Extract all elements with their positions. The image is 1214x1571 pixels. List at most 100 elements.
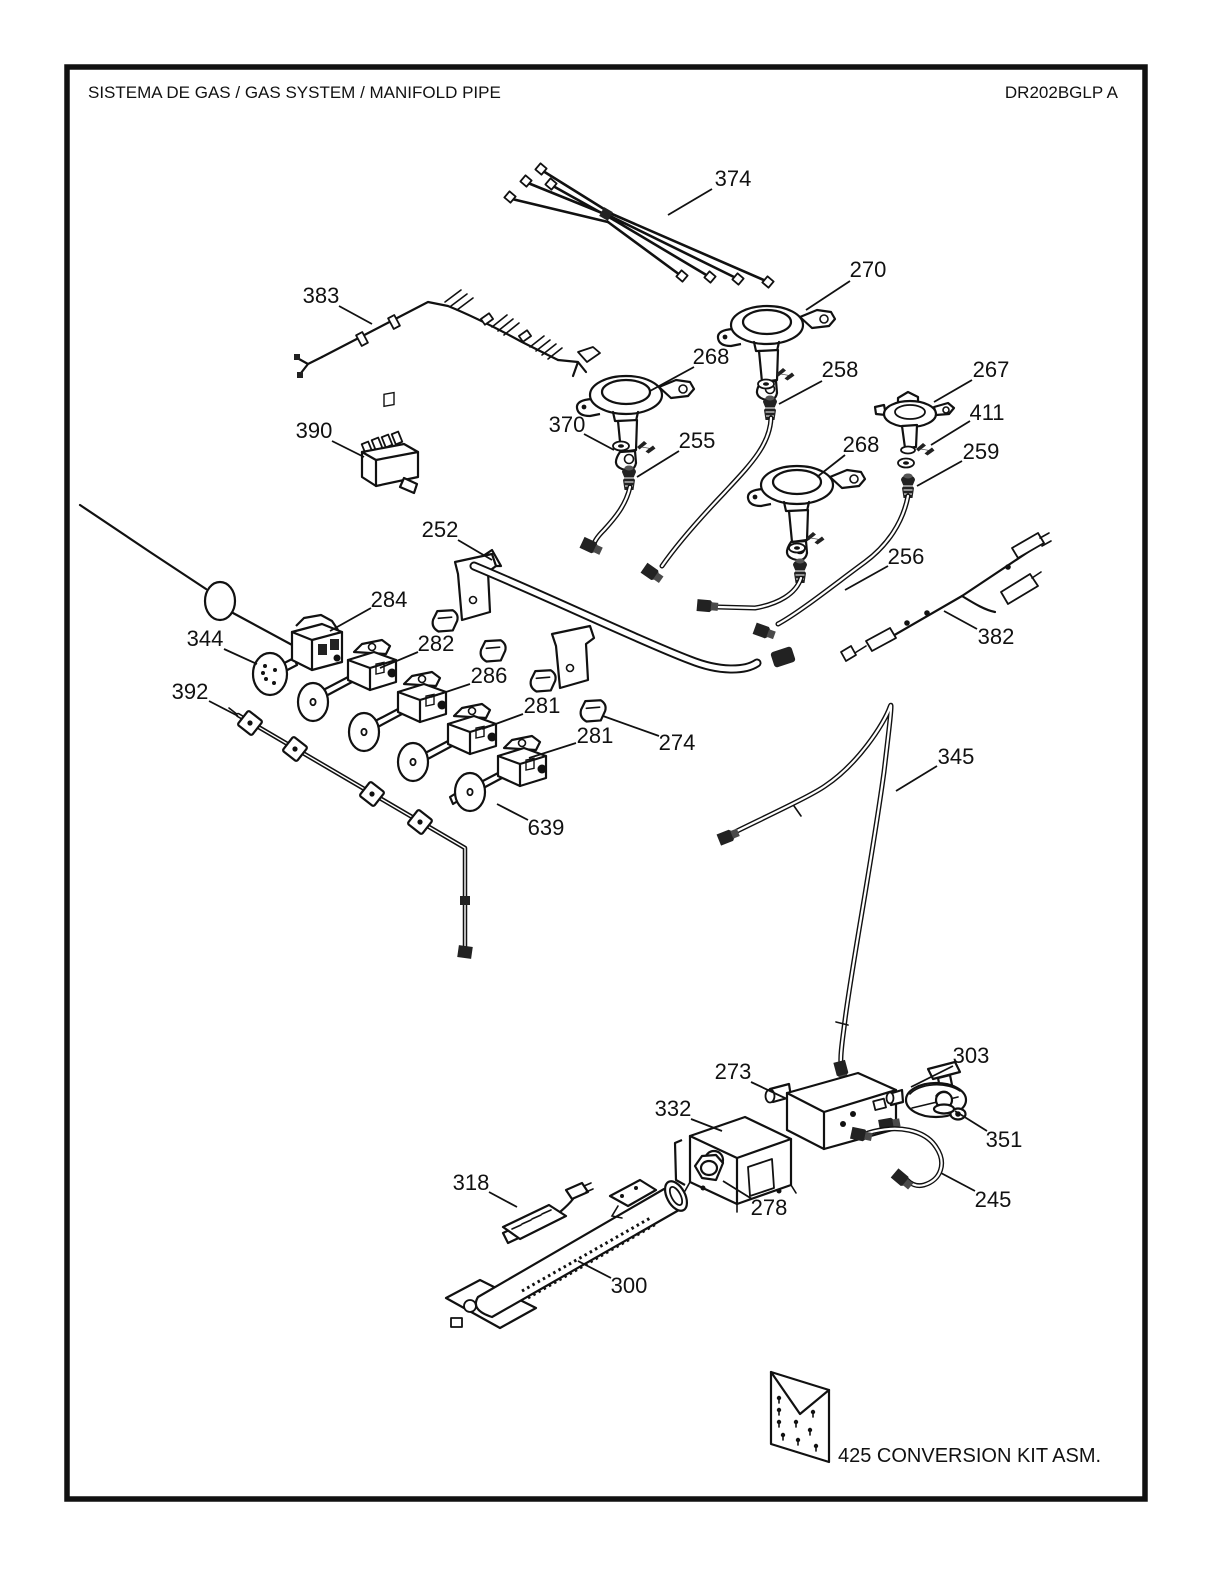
callout-300: 300 — [577, 1260, 648, 1298]
part-268-burner-holder-left — [575, 374, 696, 472]
svg-text:267: 267 — [973, 357, 1010, 382]
part-252-manifold-pipe — [453, 548, 796, 690]
page-border — [64, 64, 1148, 1502]
tube-256 — [752, 493, 911, 642]
part-344-disc — [251, 651, 289, 697]
svg-text:252: 252 — [422, 517, 459, 542]
svg-text:318: 318 — [453, 1170, 490, 1195]
callout-411: 411 — [930, 400, 1005, 446]
tube-268b — [696, 575, 804, 613]
svg-text:255: 255 — [679, 428, 716, 453]
callout-286: 286 — [430, 663, 508, 698]
svg-text:411: 411 — [969, 400, 1004, 425]
callout-392: 392 — [172, 679, 239, 717]
svg-text:345: 345 — [938, 744, 975, 769]
svg-text:268: 268 — [843, 432, 880, 457]
svg-text:270: 270 — [850, 257, 887, 282]
part-258-washer — [757, 378, 775, 390]
disc-281a — [396, 741, 430, 783]
callout-382: 382 — [943, 610, 1015, 649]
clip-small-a — [637, 441, 656, 454]
svg-text:281: 281 — [524, 693, 561, 718]
part-374-igniter-wire-set — [503, 162, 775, 289]
svg-text:390: 390 — [296, 418, 333, 443]
part-259-washer — [897, 457, 915, 469]
leader-374 — [667, 188, 713, 216]
svg-text:392: 392 — [172, 679, 209, 704]
callout-284: 284 — [329, 587, 408, 632]
clip-small-c — [806, 532, 825, 545]
svg-text:258: 258 — [822, 357, 859, 382]
part-270-burner-holder — [716, 304, 837, 402]
part-390-spark-module — [360, 391, 420, 495]
callout-255: 255 — [636, 428, 716, 478]
svg-text:300: 300 — [611, 1273, 648, 1298]
svg-text:344: 344 — [187, 626, 224, 651]
svg-text:370: 370 — [549, 412, 586, 437]
svg-text:383: 383 — [303, 283, 340, 308]
svg-text:245: 245 — [975, 1187, 1012, 1212]
callout-270: 270 — [805, 257, 887, 311]
part-278-nut — [693, 1153, 725, 1182]
page-title: SISTEMA DE GAS / GAS SYSTEM / MANIFOLD P… — [88, 83, 501, 102]
svg-text:259: 259 — [963, 439, 1000, 464]
part-425-conversion-kit — [769, 1370, 831, 1464]
callout-label: 374 — [715, 166, 752, 191]
callout-256: 256 — [844, 544, 925, 591]
callout-268-left: 268 — [649, 344, 730, 392]
callout-281-a: 281 — [481, 693, 561, 730]
part-245-tube — [849, 1126, 945, 1192]
part-345-supply-tube — [716, 702, 894, 1084]
callout-370: 370 — [549, 412, 615, 451]
svg-text:286: 286 — [471, 663, 508, 688]
callout-274: 274 — [602, 715, 696, 755]
callout-303: 303 — [910, 1043, 990, 1088]
part-639-disc — [453, 771, 487, 813]
svg-text:282: 282 — [418, 631, 455, 656]
svg-text:281: 281 — [577, 723, 614, 748]
callout-258: 258 — [778, 357, 859, 405]
svg-text:639: 639 — [528, 815, 565, 840]
part-382-wire-harness — [840, 532, 1052, 662]
doc-code: DR202BGLP A — [1005, 83, 1119, 102]
clip-small-b — [776, 368, 795, 381]
svg-text:332: 332 — [655, 1096, 692, 1121]
svg-text:303: 303 — [953, 1043, 990, 1068]
callout-273: 273 — [715, 1059, 788, 1100]
callout-252: 252 — [422, 517, 493, 561]
svg-text:256: 256 — [888, 544, 925, 569]
callout-351: 351 — [954, 1110, 1023, 1152]
svg-text:268: 268 — [693, 344, 730, 369]
callout-278: 278 — [722, 1180, 788, 1220]
part-268b-washer — [788, 542, 806, 554]
part-318-igniter — [501, 1181, 594, 1245]
svg-text:351: 351 — [986, 1127, 1023, 1152]
part-268-burner-holder-center — [746, 464, 867, 562]
callout-639: 639 — [496, 803, 565, 840]
svg-text:274: 274 — [659, 730, 696, 755]
svg-text:382: 382 — [978, 624, 1015, 649]
part-332-bracket — [673, 1115, 797, 1213]
svg-text:284: 284 — [371, 587, 408, 612]
part-370-washer — [612, 440, 630, 452]
part-267-burner-holder — [873, 390, 956, 455]
part-300-oven-burner — [444, 1178, 689, 1330]
callout-282: 282 — [379, 631, 455, 669]
callout-390: 390 — [296, 418, 365, 458]
callout-267: 267 — [933, 357, 1010, 403]
part-284-thermostat — [78, 503, 344, 686]
svg-text:278: 278 — [751, 1195, 788, 1220]
disc-282 — [296, 681, 330, 723]
svg-text:273: 273 — [715, 1059, 752, 1084]
callout-318: 318 — [453, 1170, 518, 1208]
tube-258 — [640, 415, 774, 585]
callout-374: 374 — [667, 166, 752, 216]
callout-281-b: 281 — [528, 723, 614, 759]
part-383-wire-harness — [294, 289, 601, 378]
callout-345: 345 — [895, 744, 975, 792]
tube-255 — [579, 484, 633, 557]
callout-332: 332 — [655, 1096, 723, 1132]
callout-344: 344 — [187, 626, 258, 665]
